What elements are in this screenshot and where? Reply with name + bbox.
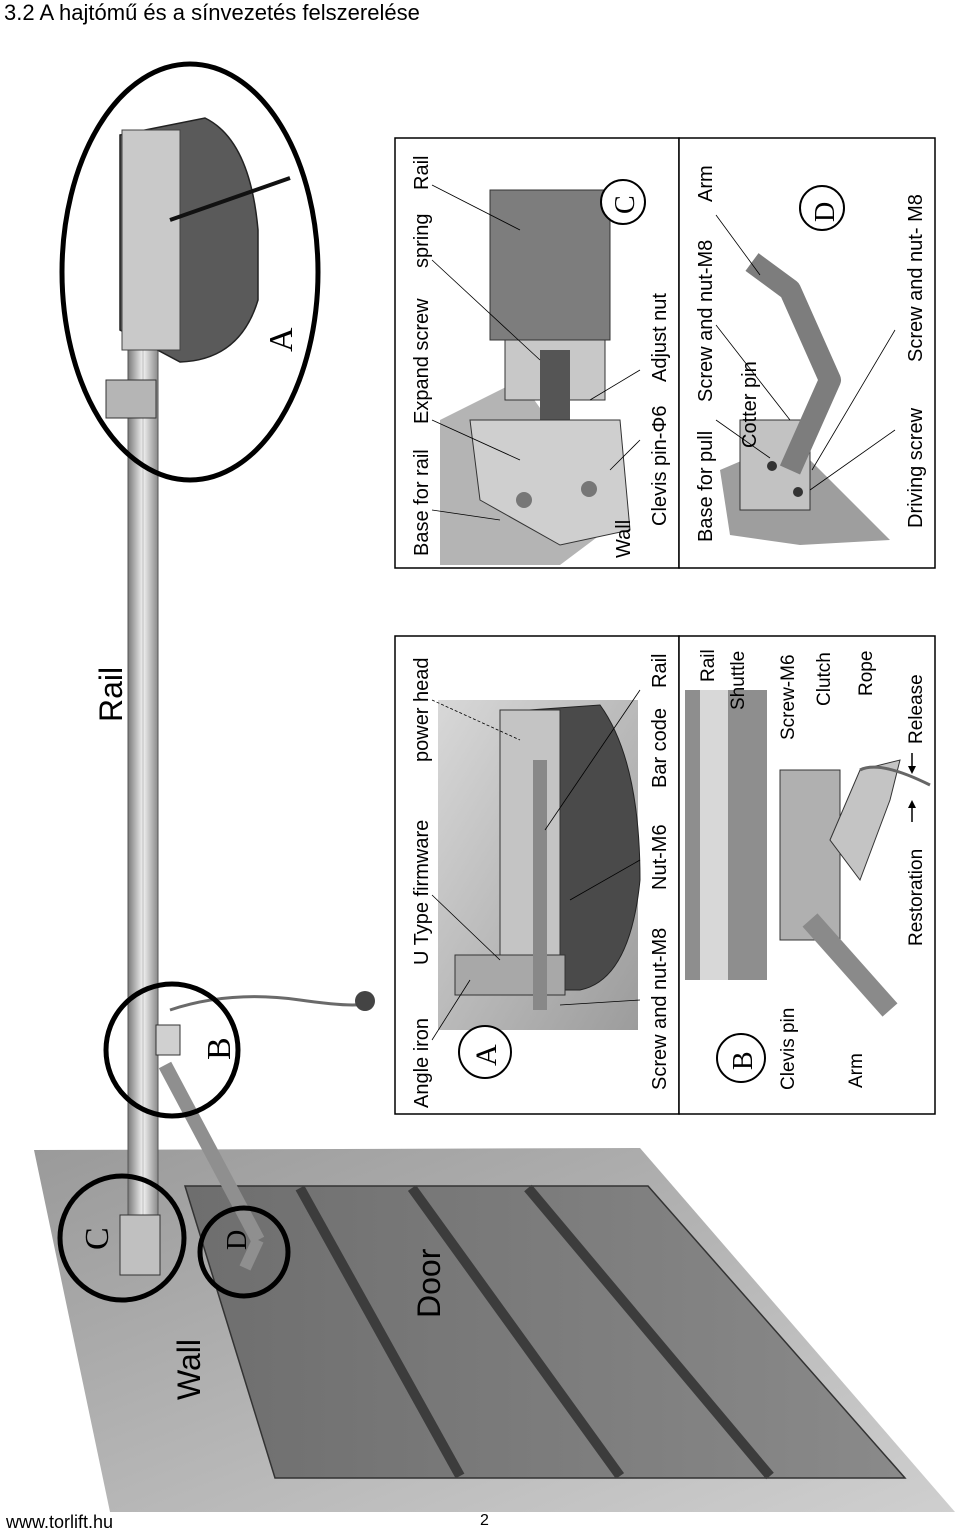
panel-a-label-nut-m6: Nut-M6 bbox=[649, 824, 671, 890]
panel-a-label-angle-iron: Angle iron bbox=[411, 1018, 433, 1108]
pull-arm bbox=[155, 991, 375, 1271]
panel-c-label-adjust-nut: Adjust nut bbox=[649, 293, 671, 382]
callout-circle-c bbox=[57, 1173, 187, 1303]
panel-d-label-screw-nut-m8-2: Screw and nut- M8 bbox=[905, 194, 927, 362]
panel-a-label-power-head: power head bbox=[411, 657, 433, 762]
panel-c-label-base-for-rail: Base for rail bbox=[411, 449, 433, 556]
callout-circle-d bbox=[197, 1205, 291, 1299]
panel-a-letter: A bbox=[470, 1044, 503, 1066]
overview-letter-c: C bbox=[79, 1227, 116, 1250]
door bbox=[183, 1184, 907, 1480]
panel-d-letter: D bbox=[810, 202, 841, 222]
overview-label-rail: Rail bbox=[93, 667, 129, 722]
panel-b-label-arm: Arm bbox=[846, 1053, 867, 1088]
panel-d-label-arm: Arm bbox=[695, 165, 717, 202]
panel-c-label-spring: spring bbox=[411, 214, 433, 268]
overview-label-door: Door bbox=[411, 1248, 447, 1318]
panel-c: C Base for rail Expand screw spring Rail… bbox=[394, 137, 680, 569]
panel-a-label-bar-code: Bar code bbox=[649, 708, 671, 788]
panel-b-label-restoration: Restoration bbox=[906, 849, 927, 946]
callout-circle-b bbox=[103, 981, 241, 1119]
panel-b-label-clutch: Clutch bbox=[814, 652, 835, 706]
page-title: 3.2 A hajtómű és a sínvezetés felszerelé… bbox=[4, 0, 420, 25]
panel-b-letter: B bbox=[728, 1051, 759, 1070]
panel-d-label-driving-screw: Driving screw bbox=[905, 407, 927, 528]
panel-b-label-rope: Rope bbox=[856, 651, 877, 696]
overview-label-wall: Wall bbox=[171, 1339, 207, 1400]
panel-a-label-screw-nut-m8: Screw and nut-M8 bbox=[649, 928, 671, 1090]
panel-c-label-rail: Rail bbox=[411, 156, 433, 190]
panel-a-label-u-type-firmware: U Type firmware bbox=[411, 820, 433, 965]
panel-a-label-rail: Rail bbox=[649, 654, 671, 688]
release-arrow-icon bbox=[908, 766, 916, 774]
panel-c-letter: C bbox=[610, 195, 641, 214]
page-number: 2 bbox=[480, 1512, 489, 1529]
callout-circle-a bbox=[59, 61, 321, 483]
panel-c-label-clevis-pin-6: Clevis pin-Φ6 bbox=[649, 406, 671, 526]
panel-b-label-screw-m6: Screw-M6 bbox=[778, 654, 799, 740]
panel-b: B Rail Shuttle Screw-M6 Clutch Rope Clev… bbox=[678, 635, 936, 1115]
overview-letter-d: D bbox=[222, 1230, 253, 1250]
panel-d-label-screw-nut-m8: Screw and nut-M8 bbox=[695, 240, 717, 402]
rail-wall-base bbox=[119, 1214, 161, 1276]
panel-b-label-clevis-pin: Clevis pin bbox=[778, 1008, 799, 1090]
panel-c-label-wall: Wall bbox=[613, 520, 635, 558]
restoration-arrow-icon bbox=[908, 800, 916, 808]
overview-letter-a: A bbox=[263, 327, 300, 352]
panel-d: D Base for pull Screw and nut-M8 Arm Cot… bbox=[678, 137, 936, 569]
panel-b-label-shuttle: Shuttle bbox=[728, 651, 749, 710]
panel-b-label-release: Release bbox=[906, 674, 927, 744]
panel-c-label-expand-screw: Expand screw bbox=[411, 298, 433, 424]
panel-b-label-rail: Rail bbox=[698, 649, 719, 682]
power-head bbox=[105, 117, 291, 419]
panel-d-label-base-for-pull: Base for pull bbox=[695, 431, 717, 542]
footer-url: www.torlift.hu bbox=[6, 1512, 114, 1532]
panel-a: A Angle iron U Type firmware power head … bbox=[394, 635, 680, 1115]
panel-d-label-cotter-pin: Cotter pin bbox=[739, 361, 761, 448]
overview-letter-b: B bbox=[201, 1037, 238, 1060]
